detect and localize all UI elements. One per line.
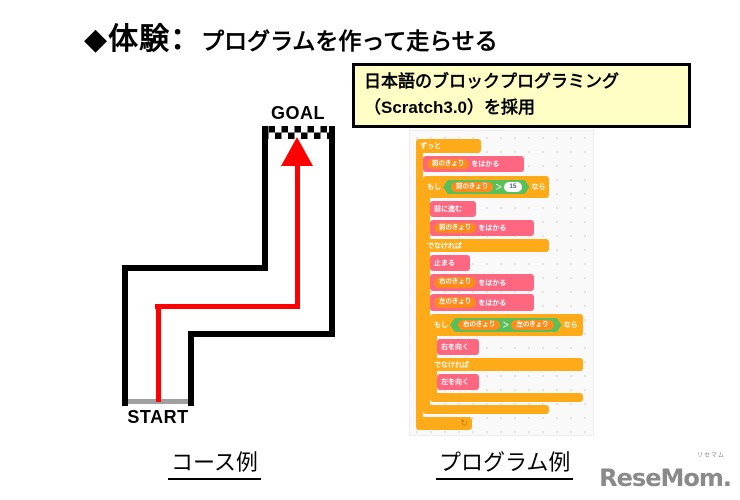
- block-stop: 止まる: [430, 255, 470, 271]
- block-label: 前に進む: [434, 206, 462, 213]
- variable-front-distance: 前のきょり: [427, 158, 470, 170]
- block-label: をはかる: [478, 279, 507, 287]
- route-line-vertical-start: [156, 306, 161, 402]
- block-end-outer-if: [423, 405, 549, 414]
- course-wall-outer-left: [122, 265, 128, 406]
- variable-right-distance: 右のきょり: [434, 277, 477, 288]
- title-text: プログラムを作って走らせる: [201, 28, 498, 54]
- variable-left-distance: 左のきょり: [434, 297, 477, 308]
- resemom-logo: リセマム ReseMom.: [599, 452, 733, 492]
- loop-arrow-icon: ↻: [460, 418, 468, 428]
- variable-right-distance: 右のきょり: [458, 320, 500, 331]
- c-block-arm-if-outer: [423, 196, 430, 407]
- block-else-inner: でなければ: [430, 358, 583, 371]
- block-label: もし: [434, 322, 448, 329]
- operator-greater-than: 前のきょり ＞ 15: [443, 180, 530, 195]
- block-label: でなければ: [427, 242, 462, 250]
- block-label: 右を向く: [441, 344, 469, 351]
- block-turn-right: 右を向く: [437, 339, 479, 355]
- callout-box: 日本語のブロックプログラミング （Scratch3.0）を採用: [352, 63, 691, 128]
- course-wall-goal-right: [329, 126, 335, 337]
- block-if-front-distance: もし 前のきょり ＞ 15 なら: [423, 176, 549, 198]
- block-label: 止まる: [434, 260, 455, 267]
- block-label: 左を向く: [441, 379, 469, 386]
- route-arrow-head: [281, 137, 313, 166]
- route-line-vertical-goal: [295, 163, 300, 309]
- callout-line1: 日本語のブロックプログラミング: [364, 72, 619, 91]
- title-prefix: ◆体験：: [84, 23, 202, 56]
- goal-label: GOAL: [271, 103, 325, 123]
- block-label: をはかる: [478, 225, 507, 232]
- block-measure-right: 右のきょり をはかる: [430, 274, 534, 291]
- course-wall-outer-top: [122, 265, 268, 271]
- block-label: もし: [427, 184, 441, 191]
- course-wall-goal-left: [262, 126, 268, 271]
- course-wall-inner-right: [188, 331, 194, 406]
- block-if-right-left: もし 右のきょり ＞ 左のきょり なら: [430, 314, 583, 336]
- logo-text: ReseMom.: [599, 464, 732, 492]
- block-move-forward: 前に進む: [430, 201, 476, 217]
- block-measure-left: 左のきょり をはかる: [430, 294, 534, 311]
- scratch-program-panel: ずっと 前のきょり をはかる もし 前のきょり ＞ 15 なら 前に進む 前のき…: [410, 131, 593, 435]
- course-caption: コース例: [168, 445, 261, 480]
- block-measure-front-1: 前のきょり をはかる: [423, 156, 524, 172]
- block-else-outer: でなければ: [423, 239, 549, 252]
- number-input: 15: [504, 182, 521, 193]
- finish-line-checker: [262, 126, 335, 139]
- course-wall-inner-top: [188, 331, 335, 337]
- block-turn-left: 左を向く: [437, 374, 479, 390]
- block-label: ずっと: [420, 143, 441, 150]
- operator-symbol: ＞: [502, 322, 510, 329]
- block-label: なら: [531, 184, 546, 191]
- block-label: なら: [563, 322, 578, 329]
- block-label: をはかる: [471, 161, 500, 168]
- program-caption: プログラム例: [436, 445, 574, 480]
- callout-line2: （Scratch3.0）を採用: [364, 98, 535, 118]
- variable-front-distance: 前のきょり: [434, 222, 477, 234]
- start-label: START: [127, 407, 189, 427]
- block-label: をはかる: [478, 299, 507, 307]
- variable-front-distance: 前のきょり: [451, 182, 493, 193]
- logo-ruby-text: リセマム: [696, 453, 725, 459]
- block-forever-end: ↻: [416, 417, 472, 430]
- page-title: ◆体験： プログラムを作って走らせる: [84, 14, 498, 58]
- operator-greater-than: 右のきょり ＞ 左のきょり: [450, 318, 562, 333]
- route-line-horizontal: [155, 304, 300, 309]
- block-measure-front-2: 前のきょり をはかる: [430, 220, 534, 236]
- block-end-inner-if: [430, 393, 583, 402]
- block-forever: ずっと: [416, 139, 481, 153]
- c-block-arm-forever: [416, 151, 423, 419]
- variable-left-distance: 左のきょり: [511, 320, 553, 331]
- block-label: でなければ: [434, 361, 469, 369]
- operator-symbol: ＞: [495, 184, 503, 191]
